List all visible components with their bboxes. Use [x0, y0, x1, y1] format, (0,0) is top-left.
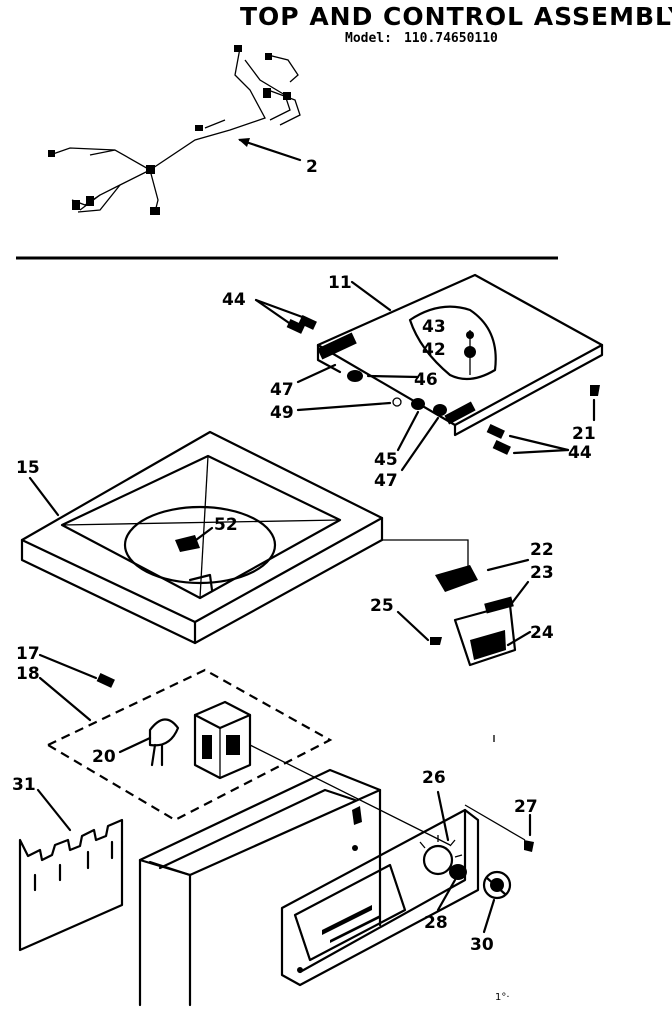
clamp-20: [148, 718, 180, 747]
callout-11: 11: [328, 273, 352, 293]
callout-23: 23: [530, 563, 554, 583]
leader-44a-1: [254, 298, 294, 327]
callout-49: 49: [270, 403, 294, 423]
console-top: [316, 273, 604, 437]
callout-21: 21: [572, 424, 596, 444]
timer-shaft-line: [249, 744, 451, 846]
callout-2: 2: [306, 157, 318, 177]
model-number: 110.74650110: [403, 31, 498, 46]
callout-26: 26: [422, 768, 446, 788]
callout-28: 28: [424, 913, 448, 933]
arrow-head-2: [238, 138, 250, 147]
leader-2: [238, 138, 302, 162]
clip-45: [411, 398, 425, 410]
callout-27: 27: [514, 797, 538, 817]
leader-44a-2: [254, 298, 307, 320]
callout-18: 18: [16, 664, 40, 684]
callout-46: 46: [414, 370, 438, 390]
callout-47a: 47: [270, 380, 294, 400]
control-plane-outline: [45, 668, 333, 822]
leader-22: [486, 558, 530, 572]
clip-21: [590, 385, 600, 396]
leader-44b-2: [512, 448, 570, 455]
page-title: TOP AND CONTROL ASSEMBLY: [240, 2, 672, 31]
wire-harness: [48, 45, 301, 215]
callout-30: 30: [470, 935, 494, 955]
page-mark: 1°·: [495, 992, 510, 1003]
callout-45: 45: [374, 450, 398, 470]
leader-31: [36, 788, 72, 832]
screw-27-line: [464, 804, 526, 841]
leader-49: [296, 401, 392, 412]
callout-52: 52: [214, 515, 238, 535]
callout-47b: 47: [374, 471, 398, 491]
screw-44b-2: [492, 439, 511, 455]
screw-44a-2: [298, 314, 317, 330]
knob-28-30: [449, 864, 512, 900]
callout-25: 25: [370, 596, 394, 616]
leader-45: [396, 410, 420, 452]
leader-47a: [296, 363, 337, 384]
screw-44b-1: [486, 423, 505, 439]
callout-20: 20: [92, 747, 116, 767]
screw-17: [96, 672, 115, 688]
timer-block: [193, 700, 252, 780]
leader-25: [396, 610, 430, 642]
leader-18: [38, 676, 92, 722]
screw-27: [524, 840, 534, 852]
lid-switch: [435, 565, 517, 667]
callout-31: 31: [12, 775, 36, 795]
screw-25: [430, 637, 442, 645]
clip-47b: [433, 404, 447, 416]
leader-52: [194, 526, 214, 542]
clip-46: [347, 370, 363, 382]
leader-44b-1: [508, 434, 570, 452]
callout-24: 24: [530, 623, 554, 643]
callout-44b: 44: [568, 443, 592, 463]
leader-23: [510, 580, 530, 605]
control-panel-26: [280, 808, 480, 987]
callout-15: 15: [16, 458, 40, 478]
callout-17: 17: [16, 644, 40, 664]
clamp-20-legs: [150, 743, 164, 767]
callout-42: 42: [422, 340, 446, 360]
cabinet-body: [138, 768, 382, 1007]
cabinet-top: [20, 430, 384, 645]
leader-11: [350, 280, 392, 312]
leader-17: [38, 653, 98, 680]
model-line: Model: 110.74650110: [345, 31, 510, 46]
switch-wire: [382, 539, 469, 568]
callout-22: 22: [530, 540, 554, 560]
leader-15: [28, 476, 60, 517]
leader-46: [366, 374, 420, 379]
leader-30: [482, 898, 496, 934]
leader-24: [506, 630, 532, 647]
callout-43: 43: [422, 317, 446, 337]
leader-47b: [400, 416, 440, 472]
model-label: Model:: [345, 31, 392, 46]
leader-26: [436, 790, 450, 842]
leader-28: [436, 878, 457, 912]
callout-44a: 44: [222, 290, 246, 310]
screw-44a-1: [286, 318, 305, 334]
leader-20: [118, 736, 152, 754]
washer-49: [392, 397, 402, 407]
back-panel-31: [18, 818, 124, 952]
